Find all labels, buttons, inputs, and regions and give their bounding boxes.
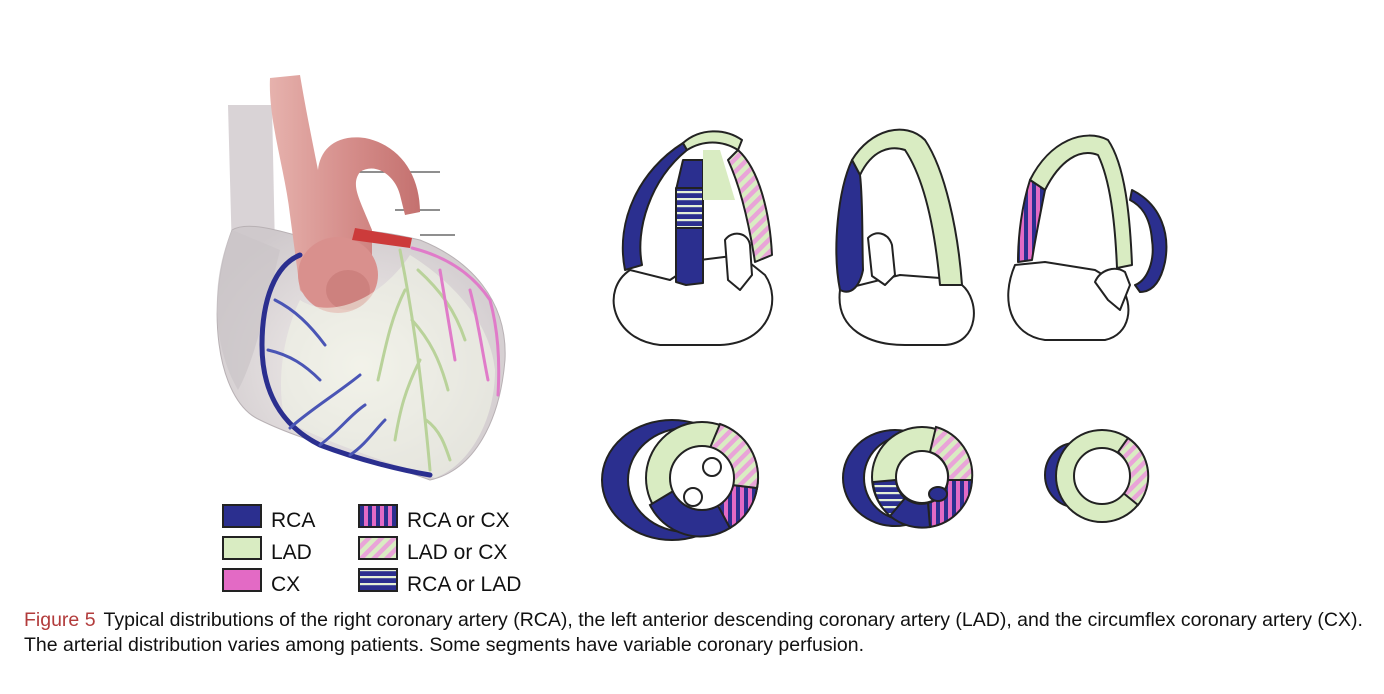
- inferior-rca-wall: [835, 159, 864, 293]
- rca-or-cx-segment: [1017, 179, 1046, 263]
- legend-swatch-rca: [222, 504, 262, 528]
- papillary-muscle-1: [702, 457, 722, 477]
- superior-vena-cava: [228, 105, 275, 255]
- legend-label-rca-or-cx: RCA or CX: [407, 509, 510, 532]
- legend-swatch-lad-or-cx: [358, 536, 398, 560]
- cx-outer-wall: [1129, 189, 1168, 293]
- short-axis-view-1: [601, 419, 760, 541]
- lateral-lad-or-cx-segment: [727, 149, 773, 263]
- caption-text: Typical distributions of the right coron…: [24, 609, 1363, 656]
- mitral-valve: [867, 232, 896, 286]
- lv-cavity: [1073, 447, 1131, 505]
- legend-swatch-rca-or-lad: [358, 568, 398, 592]
- legend-label-rca: RCA: [271, 509, 315, 532]
- rca-artery-main: [259, 252, 433, 478]
- legend-label-lad-or-cx: LAD or CX: [407, 541, 507, 564]
- legend-swatch-cx: [222, 568, 262, 592]
- right-atrium: [216, 230, 280, 390]
- long-axis-view-1: [612, 130, 774, 346]
- cx-artery: [410, 246, 501, 397]
- lad-artery: [376, 248, 467, 472]
- papillary-muscle-2: [683, 487, 703, 507]
- pulmonary-band: [352, 228, 412, 248]
- septum-rca-lad-segment: [675, 187, 704, 229]
- heart-illustration: [216, 75, 506, 481]
- rca-artery-branches: [266, 298, 387, 457]
- short-axis-view-3: [1044, 429, 1150, 523]
- aortic-root-shadow: [326, 270, 370, 310]
- legend-label-rca-or-lad: RCA or LAD: [407, 573, 521, 596]
- papillary-muscle: [928, 486, 948, 502]
- aortic-valve: [1094, 267, 1131, 311]
- legend-swatch-lad: [222, 536, 262, 560]
- short-axis-view-2: [842, 425, 974, 529]
- mitral-valve: [724, 232, 753, 291]
- legend-label-cx: CX: [271, 573, 300, 596]
- long-axis-view-3: [1007, 134, 1168, 341]
- septum-lad-segment: [687, 150, 735, 200]
- apex-lad-segment: [682, 130, 743, 151]
- legend: RCA LAD CX RCA or CX LAD or CX RCA or LA…: [222, 504, 521, 596]
- figure-label: Figure 5: [24, 609, 96, 631]
- legend-swatch-rca-or-cx: [358, 504, 398, 528]
- long-axis-view-2: [835, 128, 975, 346]
- aorta: [269, 75, 420, 304]
- anterior-lad-wall: [851, 128, 963, 286]
- ventricle-surface: [280, 255, 495, 478]
- anterior-lad-wall: [1029, 134, 1133, 269]
- lv-outline: [838, 274, 975, 346]
- legend-label-lad: LAD: [271, 541, 312, 564]
